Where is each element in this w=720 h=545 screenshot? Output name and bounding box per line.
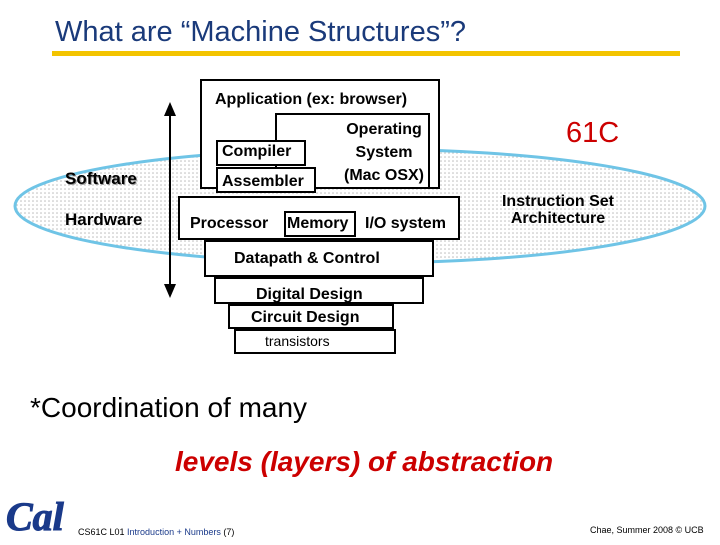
os-line-1: Operating <box>346 121 422 138</box>
footer-course: CS61C L01 <box>78 527 125 537</box>
memory-box <box>284 211 356 237</box>
hardware-label: Hardware <box>65 210 143 229</box>
circuit-design-label: Circuit Design <box>251 309 360 326</box>
layers-arrow <box>164 102 176 298</box>
footer-page: (7) <box>223 527 235 537</box>
processor-label: Processor <box>190 215 269 232</box>
os-line-3: (Mac OSX) <box>343 167 424 184</box>
software-label: Software <box>65 169 137 188</box>
circuit-design-box <box>228 304 394 329</box>
digital-design-box <box>214 277 424 304</box>
io-system-label: I/O system <box>365 215 446 232</box>
footer-left: CS61C L01 Introduction + Numbers (7) <box>78 527 234 537</box>
datapath-label: Datapath & Control <box>234 250 380 267</box>
compiler-box <box>216 140 306 166</box>
slide-title: What are “Machine Structures”? <box>55 16 466 48</box>
isa-line-2: Architecture <box>510 210 606 227</box>
datapath-box <box>204 240 434 277</box>
transistors-box <box>234 329 396 354</box>
cal-logo-graphic: Cal <box>6 494 66 540</box>
compiler-label: Compiler <box>222 143 292 160</box>
isa-line-1: Instruction Set <box>501 193 614 210</box>
bullet-text: *Coordination of many <box>30 392 308 423</box>
cal-logo: Cal <box>4 488 74 540</box>
transistors-label: transistors <box>265 333 330 349</box>
memory-label: Memory <box>287 215 349 232</box>
os-label: Operating System (Mac OSX) <box>334 118 434 187</box>
os-line-2: System <box>355 144 413 161</box>
application-label: Application (ex: browser) <box>215 91 408 108</box>
assembler-label: Assembler <box>222 173 304 190</box>
footer-credit: Chae, Summer 2008 © UCB <box>590 525 704 535</box>
assembler-box <box>216 167 316 193</box>
emphasis-text: levels (layers) of abstraction <box>175 446 554 477</box>
title-underline <box>52 51 680 56</box>
isa-label: Instruction Set Architecture <box>488 193 628 227</box>
svg-text:Cal: Cal <box>6 494 65 539</box>
digital-design-label: Digital Design <box>256 286 363 303</box>
footer-lecture: Introduction + Numbers <box>127 527 221 537</box>
course-number: 61C <box>566 117 620 149</box>
